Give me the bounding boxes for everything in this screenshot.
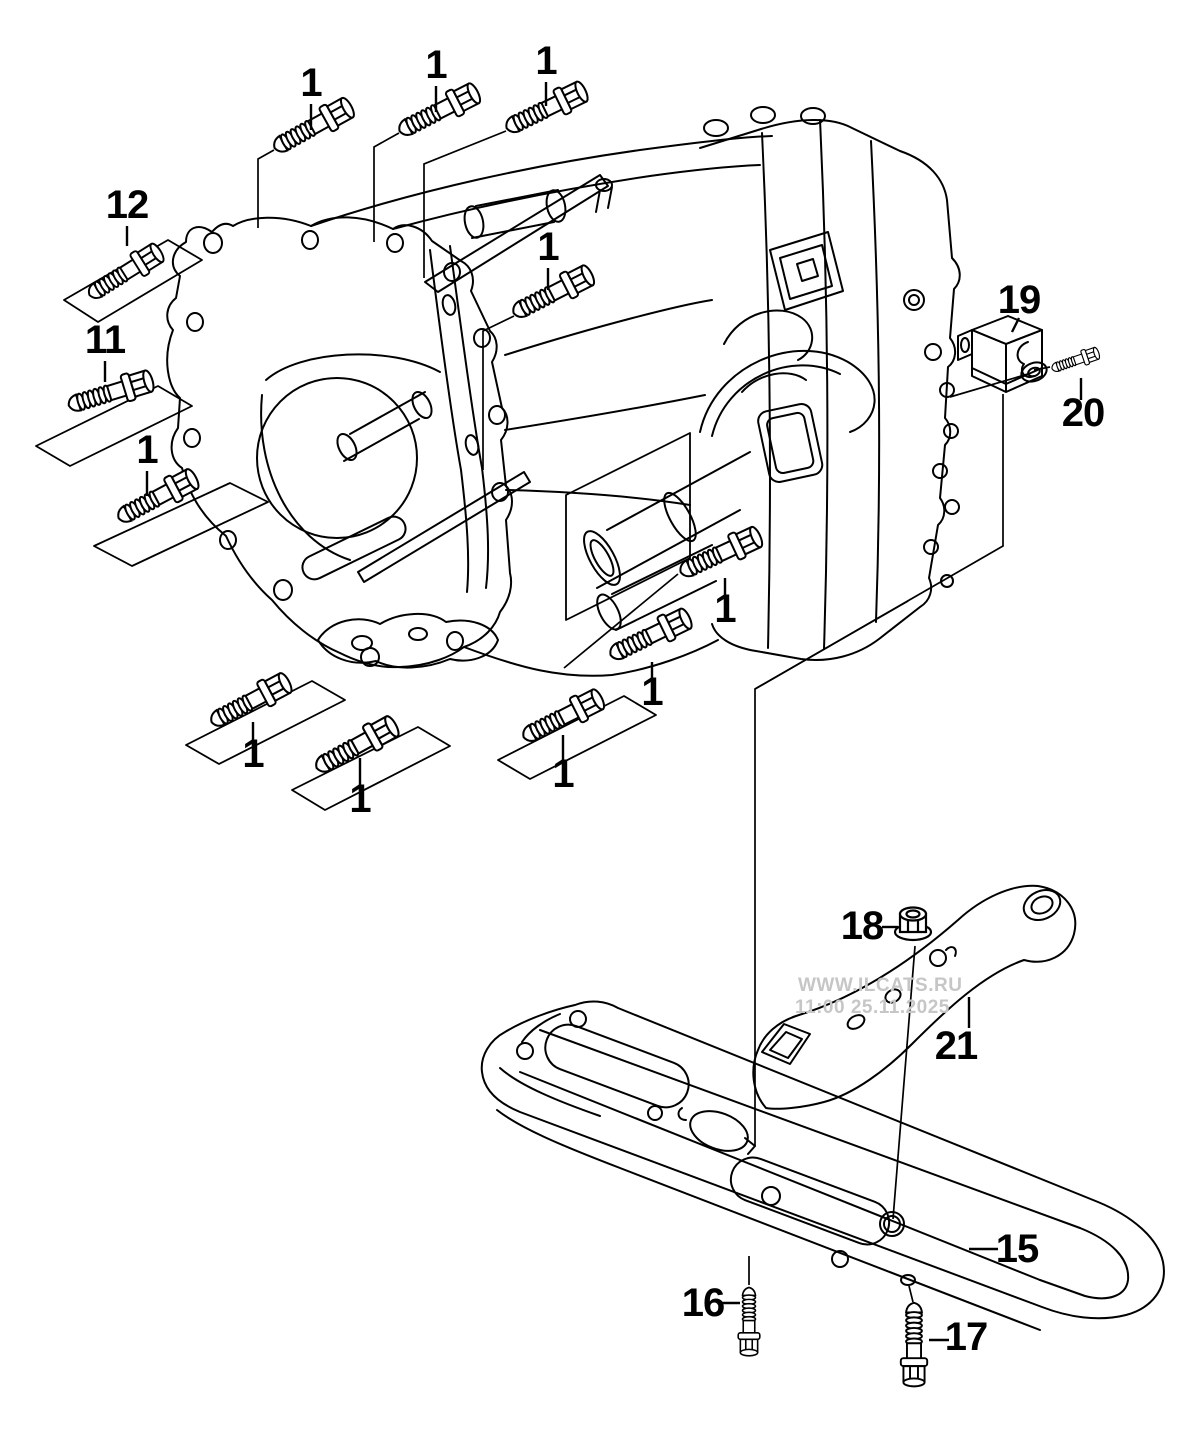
bolt-part1-i [204, 667, 297, 736]
callout-20: 20 [1062, 391, 1105, 435]
watermark-timestamp: 11:00 25.11.2025 [795, 997, 950, 1018]
bolt-part16 [737, 1286, 761, 1357]
leader-nut18-stud [892, 945, 916, 1220]
bolt-part1-j [308, 710, 404, 782]
callout-18: 18 [841, 904, 884, 948]
bolt-part1-e [111, 463, 204, 532]
leader-lines [257, 130, 1051, 1303]
callout-labels: 1 1 1 1 12 11 1 1 1 1 1 1 19 20 18 21 15… [85, 39, 1105, 1359]
bolt-part12 [81, 238, 169, 308]
watermark: WWW.ILCATS.RU 11:00 25.11.2025 [795, 975, 962, 1018]
gearbox-drawing [166, 106, 961, 677]
sensor-block-part19 [957, 315, 1048, 393]
crossmember-part15 [480, 1000, 1165, 1331]
callout-1-top-mid: 1 [425, 43, 447, 87]
callout-1-mid-b: 1 [641, 670, 663, 714]
callout-1-bottom-b: 1 [349, 777, 371, 821]
callout-11: 11 [85, 318, 126, 362]
callout-1-mid-a: 1 [714, 587, 736, 631]
nut-part18 [893, 906, 933, 942]
callout-15: 15 [996, 1227, 1039, 1271]
bolt-part1-f [673, 521, 767, 586]
callout-ticks [103, 82, 1083, 1342]
bolt-part11 [63, 365, 158, 420]
support-arm-part21 [752, 884, 1077, 1110]
bolt-part1-b [392, 78, 485, 145]
callout-12: 12 [106, 183, 149, 227]
bolt-part1-d [506, 260, 599, 327]
callout-1-mid-c: 1 [552, 752, 574, 796]
bolt-part20 [1048, 344, 1102, 377]
panel-bolt1-left [93, 482, 269, 567]
callout-17: 17 [945, 1315, 988, 1359]
callout-1-bottom-a: 1 [242, 732, 264, 776]
mounting-plane-panels [35, 239, 691, 811]
callout-16: 16 [682, 1281, 725, 1325]
callout-1-left: 1 [136, 428, 158, 472]
callout-1-center: 1 [537, 225, 559, 269]
fasteners [63, 76, 1102, 1388]
callout-1-top-right: 1 [535, 39, 557, 83]
bolt-part17 [899, 1301, 929, 1388]
callout-21: 21 [935, 1024, 978, 1068]
callout-1-top-left: 1 [300, 61, 322, 105]
watermark-site: WWW.ILCATS.RU [798, 975, 962, 996]
callout-19: 19 [998, 278, 1041, 322]
panel-bolt1-mid [565, 432, 691, 621]
panel-bolt11 [35, 385, 193, 467]
